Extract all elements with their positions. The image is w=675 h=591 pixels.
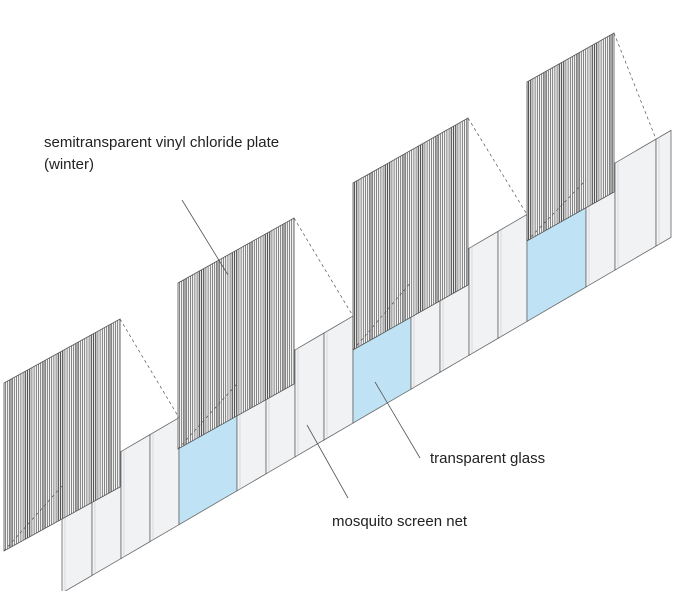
leader-lines [181,199,421,499]
screen-panel [120,433,151,560]
projection-line [293,217,354,317]
projection-dashed-lines [3,32,657,552]
mosquito-screen-net-label: mosquito screen net [332,513,468,530]
screen-panel [655,129,672,247]
screen-panel [294,332,325,458]
projection-line [467,117,528,215]
projection-line [3,485,63,552]
net-leader-line [306,424,349,499]
screen-panel [497,213,528,340]
projection-line [526,179,587,242]
vinyl-plate-label-line2: (winter) [44,156,95,173]
screen-panel [614,138,657,271]
screen-panel [149,416,180,543]
projection-line [177,383,238,450]
glass-leader-line [374,381,421,459]
vinyl-plate [177,217,295,450]
vinyl-plate-outline [352,117,469,351]
projection-line [119,318,180,418]
vinyl-plate-label: semitransparent vinyl chloride plate (wi… [44,132,279,176]
vinyl-plate [3,318,121,552]
vinyl-plate [352,117,469,351]
vinyl-plates [3,32,615,552]
projection-line [613,32,657,140]
projection-line [352,281,412,351]
transparent-glass-label: transparent glass [430,450,546,467]
vinyl-plate [526,32,615,242]
vinyl-leader-line [181,199,229,276]
screen-panel [323,315,354,441]
vinyl-plate-label-line1: semitransparent vinyl chloride plate [44,134,280,151]
screen-panel [468,230,499,357]
